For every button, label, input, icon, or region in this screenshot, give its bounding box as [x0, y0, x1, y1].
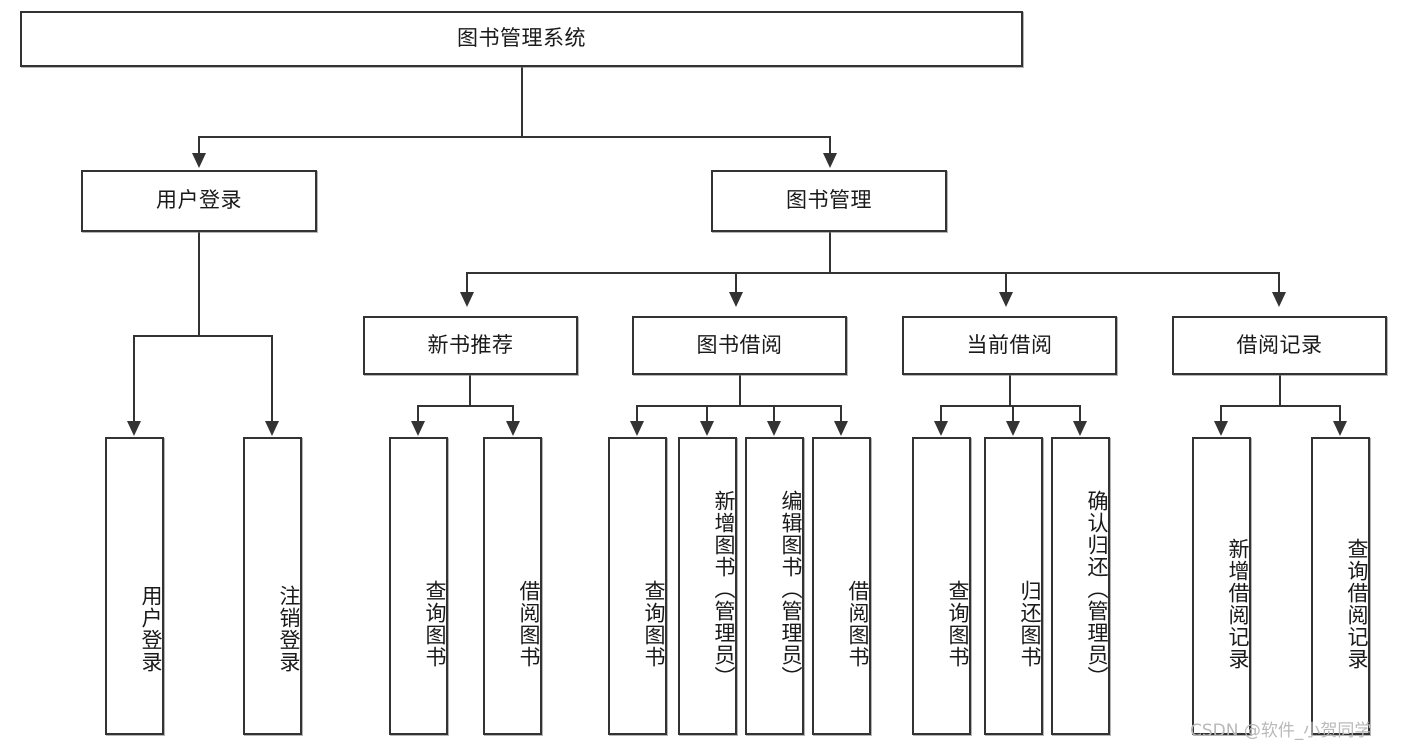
connector-nbr-bus: [417, 405, 514, 407]
arrow-to-leaf-return-book: [1006, 421, 1020, 436]
node-leaf-edit-book-admin[interactable]: 编辑图书（管理员）: [745, 437, 804, 735]
node-leaf-borrow-book[interactable]: 借阅图书: [812, 437, 871, 735]
arrow-to-current-borrow: [999, 292, 1013, 307]
node-leaf-query-borrow-record[interactable]: 查询借阅记录: [1311, 437, 1370, 735]
arrow-to-leaf-query-borrow-record: [1333, 421, 1347, 436]
node-leaf-confirm-return-admin[interactable]: 确认归还（管理员）: [1051, 437, 1110, 735]
connector-level3-b4: [1278, 272, 1280, 294]
connector-user-login-bus: [133, 335, 272, 337]
node-user-login[interactable]: 用户登录: [81, 170, 317, 232]
node-leaf-user-logout[interactable]: 注销登录: [243, 437, 302, 735]
node-leaf-borrow-book-new[interactable]: 借阅图书: [483, 437, 542, 735]
connector-nbr-l2: [512, 405, 514, 423]
node-label: 用户登录: [139, 585, 163, 673]
node-new-book-recommend[interactable]: 新书推荐: [363, 316, 578, 375]
node-label: 用户登录: [156, 188, 242, 213]
node-label: 新增图书（管理员）: [712, 490, 736, 688]
node-book-management[interactable]: 图书管理: [711, 170, 947, 232]
node-label: 新书推荐: [427, 332, 514, 357]
node-current-borrow[interactable]: 当前借阅: [902, 316, 1117, 375]
arrow-to-user-login: [192, 153, 206, 168]
connector-user-login-down: [198, 232, 200, 336]
connector-level3-bus: [466, 272, 1280, 274]
connector-level2-bus: [198, 136, 831, 138]
node-label: 新增借阅记录: [1226, 538, 1250, 670]
arrow-to-leaf-add-book-admin: [700, 421, 714, 436]
connector-br-down: [1279, 375, 1281, 406]
node-leaf-add-borrow-record[interactable]: 新增借阅记录: [1192, 437, 1251, 735]
node-label: 当前借阅: [966, 332, 1053, 357]
node-leaf-user-login[interactable]: 用户登录: [105, 437, 164, 735]
node-leaf-query-book-borrow[interactable]: 查询图书: [608, 437, 667, 735]
connector-cb-bus: [940, 405, 1081, 407]
connector-br-l2: [1339, 405, 1341, 423]
node-label: 图书借阅: [696, 332, 783, 357]
node-label: 图书管理: [786, 188, 872, 213]
connector-user-login-leaf1: [133, 335, 135, 423]
node-label: 查询图书: [423, 580, 447, 668]
arrow-to-leaf-edit-book-admin: [767, 421, 781, 436]
connector-cb-down: [1009, 375, 1011, 406]
node-label: 借阅记录: [1236, 332, 1323, 357]
arrow-to-borrow-record: [1272, 292, 1286, 307]
arrow-to-leaf-user-login: [127, 421, 141, 436]
connector-user-login-leaf2: [271, 335, 273, 423]
arrow-to-leaf-query-book-borrow: [630, 421, 644, 436]
node-leaf-add-book-admin[interactable]: 新增图书（管理员）: [678, 437, 737, 735]
csdn-watermark: CSDN @软件_小贺同学: [1190, 721, 1372, 741]
connector-nbr-down: [469, 375, 471, 406]
connector-cb-l2: [1012, 405, 1014, 423]
connector-bb-bus: [636, 405, 841, 407]
node-book-borrow[interactable]: 图书借阅: [632, 316, 847, 375]
arrow-to-leaf-query-book-current: [934, 421, 948, 436]
connector-br-l1: [1220, 405, 1222, 423]
connector-level2-right: [829, 136, 831, 156]
connector-nbr-l1: [417, 405, 419, 423]
node-label: 借阅图书: [846, 580, 870, 668]
arrow-to-leaf-borrow-book: [834, 421, 848, 436]
arrow-to-leaf-user-logout: [265, 421, 279, 436]
node-label: 查询借阅记录: [1345, 538, 1369, 670]
arrow-to-leaf-query-book-new: [411, 421, 425, 436]
connector-level2-left: [198, 136, 200, 156]
connector-root-down: [521, 67, 523, 137]
node-label: 注销登录: [277, 585, 301, 673]
connector-bb-l4: [840, 405, 842, 423]
connector-cb-l1: [940, 405, 942, 423]
connector-book-management-down: [829, 232, 831, 273]
arrow-to-leaf-borrow-book-new: [506, 421, 520, 436]
arrow-to-leaf-add-borrow-record: [1214, 421, 1228, 436]
connector-level3-b3: [1005, 272, 1007, 294]
node-label: 图书管理系统: [457, 26, 586, 51]
connector-level3-b1: [466, 272, 468, 294]
node-label: 确认归还（管理员）: [1085, 490, 1109, 688]
node-label: 查询图书: [946, 580, 970, 668]
connector-level3-b2: [735, 272, 737, 294]
arrow-to-book-borrow: [729, 292, 743, 307]
node-leaf-query-book-current[interactable]: 查询图书: [912, 437, 971, 735]
node-label: 借阅图书: [517, 580, 541, 668]
connector-bb-down: [739, 375, 741, 406]
node-leaf-return-book[interactable]: 归还图书: [984, 437, 1043, 735]
connector-bb-l3: [773, 405, 775, 423]
node-leaf-query-book-new[interactable]: 查询图书: [389, 437, 448, 735]
connector-cb-l3: [1079, 405, 1081, 423]
node-label: 归还图书: [1018, 580, 1042, 668]
node-label: 编辑图书（管理员）: [779, 490, 803, 688]
arrow-to-book-management: [823, 153, 837, 168]
arrow-to-leaf-confirm-return-admin: [1073, 421, 1087, 436]
arrow-to-new-book-recommend: [460, 292, 474, 307]
node-label: 查询图书: [642, 580, 666, 668]
connector-br-bus: [1220, 405, 1340, 407]
node-borrow-record[interactable]: 借阅记录: [1172, 316, 1387, 375]
node-root-book-management-system[interactable]: 图书管理系统: [20, 11, 1023, 67]
connector-bb-l1: [636, 405, 638, 423]
connector-bb-l2: [706, 405, 708, 423]
